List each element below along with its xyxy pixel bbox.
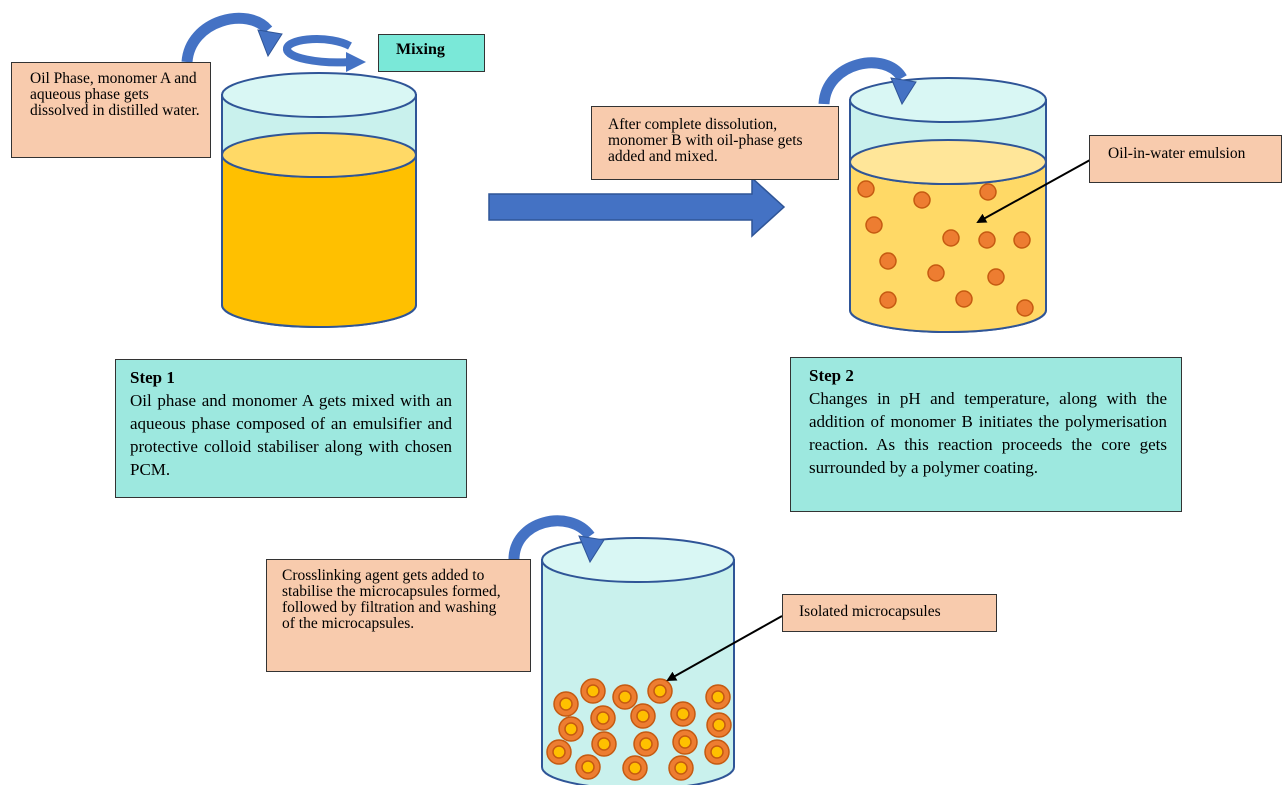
oil-droplet [1016,299,1034,317]
oil-droplet [857,180,875,198]
oil-droplet [942,229,960,247]
microcapsule [575,754,601,780]
microcapsule [622,755,648,781]
microcapsule-pointer-arrow [666,615,783,681]
emulsion-label: Oil-in-water emulsion [1089,135,1282,183]
oil-droplet [979,183,997,201]
microcapsule [706,712,732,738]
step-1-box: Step 1 Oil phase and monomer A gets mixe… [115,359,467,498]
microcapsules [546,678,732,781]
microcapsule [546,739,572,765]
oil-droplet [987,268,1005,286]
microcapsule [630,703,656,729]
step-1-title: Step 1 [130,368,175,387]
microcapsule [633,731,659,757]
beaker-1-liquid [221,154,417,328]
process-arrow-icon [488,176,786,238]
microcapsule [704,739,730,765]
microcapsule [705,684,731,710]
step-2-box: Step 2 Changes in pH and temperature, al… [790,357,1182,512]
oil-droplet [927,264,945,282]
beaker-1-liquid-surface [221,132,417,178]
microcapsule [580,678,606,704]
oil-droplet [879,252,897,270]
oil-droplets [857,180,1034,317]
microcapsule [668,755,694,781]
oil-droplet [879,291,897,309]
oil-droplet [955,290,973,308]
microcapsule [670,701,696,727]
step-1-text: Oil phase and monomer A gets mixed with … [130,391,452,479]
beaker-1-note: Oil Phase, monomer A and aqueous phase g… [11,62,211,158]
emulsion-pointer-arrow [976,159,1091,223]
step-2-title: Step 2 [809,366,854,385]
microcapsule [612,684,638,710]
beaker-1 [221,72,417,328]
microcapsule [591,731,617,757]
mixing-label: Mixing [378,34,485,72]
microcapsule [672,729,698,755]
microcapsule [590,705,616,731]
beaker-3-note: Crosslinking agent gets added to stabili… [266,559,531,672]
microcapsule [558,716,584,742]
microcapsule [553,691,579,717]
microcapsule [647,678,673,704]
oil-droplet [978,231,996,249]
mixing-rotation-icon [283,35,366,72]
beaker-1-rim [221,72,417,118]
beaker-2-note: After complete dissolution, monomer B wi… [591,106,839,180]
oil-droplet [865,216,883,234]
curved-arrow-icon [181,12,283,63]
curved-arrow-icon [818,57,917,106]
beaker-3 [541,537,735,785]
oil-droplet [913,191,931,209]
isolated-microcapsules-label: Isolated microcapsules [782,594,997,632]
step-2-text: Changes in pH and temperature, along wit… [809,389,1167,477]
oil-droplet [1013,231,1031,249]
beaker-2 [849,77,1047,333]
curved-arrow-icon [508,515,605,564]
